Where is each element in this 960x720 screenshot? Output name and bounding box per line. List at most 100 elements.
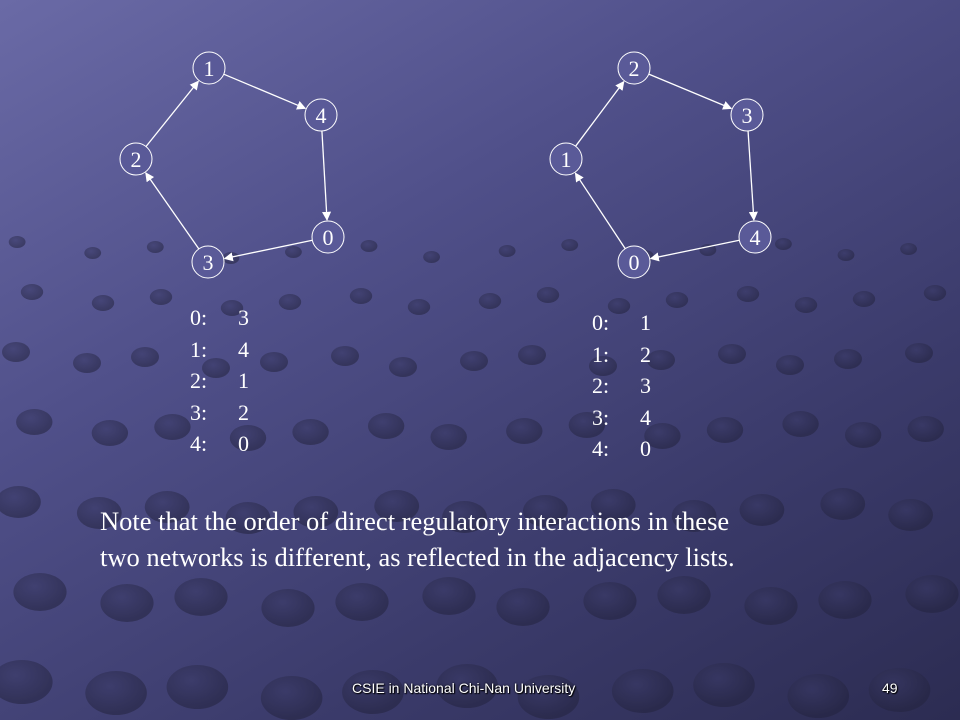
background-dot — [260, 352, 288, 372]
background-dot — [342, 670, 404, 714]
background-dot — [278, 294, 302, 310]
adjacency-row: 1:2 — [592, 341, 651, 367]
background-dot — [144, 491, 190, 523]
graph-node — [304, 98, 338, 132]
node-label: 0 — [323, 225, 334, 250]
background-dot — [0, 486, 41, 518]
adjacency-row: 2:1 — [190, 368, 249, 393]
background-dot — [146, 241, 164, 253]
background-dot — [85, 671, 147, 715]
graph-node — [191, 245, 225, 279]
background-dot — [149, 289, 173, 305]
background-dot — [907, 416, 944, 442]
background-dot — [389, 357, 417, 377]
background-dot — [776, 355, 804, 375]
background-dot — [13, 573, 67, 611]
background-dot — [665, 292, 689, 308]
adjacency-row: 0:1 — [592, 310, 651, 335]
background-dot — [202, 358, 230, 378]
graph-node — [738, 220, 772, 254]
node-label: 3 — [203, 250, 214, 275]
background-dot — [367, 413, 405, 439]
background-dot — [292, 419, 329, 445]
graph-node — [730, 98, 764, 132]
background-dot — [518, 345, 546, 365]
background-dot — [261, 589, 315, 627]
background-dot — [820, 488, 866, 520]
background-dot — [647, 350, 675, 370]
node-label: 3 — [742, 103, 753, 128]
node-label: 0 — [629, 250, 640, 275]
background-dot — [837, 249, 855, 261]
background-dot — [0, 660, 53, 704]
background-dot — [522, 495, 568, 527]
background-dot — [868, 668, 931, 712]
background-dot — [422, 577, 476, 615]
background-dot — [16, 409, 53, 435]
background-dot — [782, 411, 819, 437]
background-dot — [568, 412, 606, 438]
background-dot — [852, 291, 876, 307]
background-dot — [229, 425, 267, 451]
background-dot — [293, 496, 339, 528]
background-dot — [787, 674, 850, 718]
note-text: Note that the order of direct regulatory… — [100, 503, 890, 575]
background-dot — [8, 236, 26, 248]
background-dot — [561, 239, 579, 251]
graph-node — [192, 51, 226, 85]
note-line-1: Note that the order of direct regulatory… — [100, 506, 730, 536]
background-dot — [905, 575, 959, 613]
background-dot — [818, 581, 872, 619]
graph-node — [549, 142, 583, 176]
background-dot — [460, 351, 488, 371]
background-dot — [407, 299, 431, 315]
background-dot — [478, 293, 502, 309]
edge-arrow — [649, 239, 740, 262]
background-dot — [718, 344, 746, 364]
background-dot — [739, 494, 785, 526]
adjacency-list-right: 0:1 1:2 2:3 3:4 4:0 — [592, 307, 651, 465]
adjacency-row: 2:3 — [592, 373, 651, 398]
background-dot — [154, 414, 191, 440]
background-dot — [335, 583, 389, 621]
background-dot — [888, 499, 934, 531]
background-dot — [331, 346, 359, 366]
background-dot — [349, 288, 373, 304]
edge-arrow — [747, 130, 758, 221]
background-dot — [844, 422, 882, 448]
background-dot — [900, 243, 917, 255]
background-dot — [671, 500, 717, 532]
background-dot — [590, 489, 636, 521]
background-dot — [131, 347, 159, 367]
edge-arrow — [575, 80, 625, 147]
adjacency-row: 1:4 — [190, 336, 249, 362]
background-dot — [905, 343, 933, 363]
background-dot — [423, 251, 440, 263]
edge-arrow — [321, 130, 332, 221]
node-label: 2 — [629, 56, 640, 81]
background-dot — [91, 295, 115, 311]
background-dot — [91, 420, 129, 446]
edge-arrow — [574, 172, 626, 250]
background-dot — [794, 297, 818, 313]
background-dot — [693, 663, 755, 707]
background-dot — [517, 675, 580, 719]
background-dot — [174, 578, 228, 616]
graph-node — [311, 220, 345, 254]
adjacency-row: 3:2 — [190, 399, 249, 425]
background-dot — [442, 501, 487, 533]
background-dot — [360, 240, 378, 252]
background-dot — [589, 356, 617, 376]
node-label: 2 — [131, 147, 142, 172]
page-number: 49 — [882, 680, 898, 696]
footer-institution: CSIE in National Chi-Nan University — [352, 680, 576, 696]
adjacency-row: 0:3 — [190, 305, 249, 330]
edge-arrow — [145, 80, 199, 147]
background-dot — [220, 300, 244, 316]
background-dot — [736, 286, 760, 302]
background-dot — [834, 349, 862, 369]
background-dot — [706, 417, 744, 443]
background-dot — [76, 497, 122, 529]
adjacency-row: 4:0 — [592, 436, 651, 461]
background-dot — [496, 588, 550, 626]
